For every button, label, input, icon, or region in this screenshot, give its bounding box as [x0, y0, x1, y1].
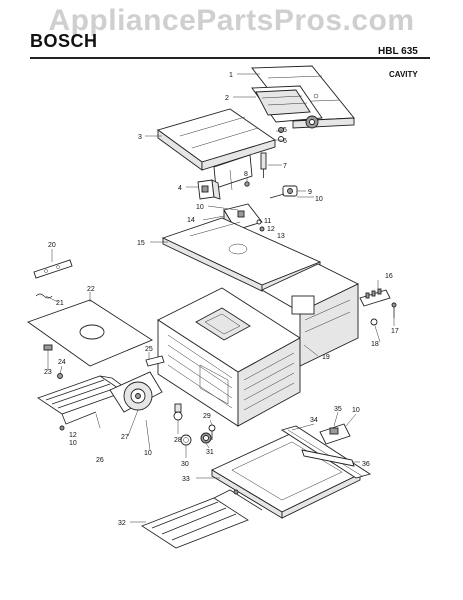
callout-10-bracket: 10 — [196, 204, 204, 211]
callout-25: 25 — [145, 346, 153, 353]
callout-36: 36 — [362, 461, 370, 468]
callout-3: 3 — [138, 134, 142, 141]
oven-cavity[interactable] — [157, 287, 301, 427]
callout-23: 23 — [44, 369, 52, 376]
callout-2: 2 — [225, 95, 229, 102]
callout-8: 8 — [244, 171, 248, 178]
callout-20: 20 — [48, 242, 56, 249]
callout-28: 28 — [174, 437, 182, 444]
callout-16: 16 — [385, 273, 393, 280]
part-9-thermal-switch[interactable] — [269, 185, 298, 199]
callout-18: 18 — [371, 341, 379, 348]
part-30-ring[interactable] — [180, 434, 192, 446]
part-28-collar[interactable] — [173, 403, 183, 421]
part-19-side-panel[interactable] — [261, 263, 360, 367]
part-24-clip[interactable] — [57, 373, 63, 379]
callout-1: 1 — [229, 72, 233, 79]
part-27-convection-fan[interactable] — [109, 371, 163, 413]
part-7-temperature-sensor[interactable] — [260, 152, 267, 178]
part-16-terminal-block[interactable] — [359, 288, 391, 307]
section-title: CAVITY — [389, 70, 418, 79]
part-2-cooling-fan-housing[interactable] — [251, 85, 323, 129]
callout-6: 6 — [283, 138, 287, 145]
leader-lines — [45, 73, 395, 523]
callout-26: 26 — [96, 457, 104, 464]
part-32-broil-heating-element[interactable] — [141, 489, 263, 549]
callout-10-fan: 10 — [144, 450, 152, 457]
callout-35: 35 — [334, 406, 342, 413]
callout-34: 34 — [310, 417, 318, 424]
part-18-grommet[interactable] — [370, 318, 378, 326]
callout-14: 14 — [187, 217, 195, 224]
callout-5: 5 — [283, 127, 287, 134]
callout-32: 32 — [118, 520, 126, 527]
part-3-top-cover-plate[interactable] — [156, 108, 277, 191]
callout-17: 17 — [391, 328, 399, 335]
callout-15: 15 — [137, 240, 145, 247]
model-number: HBL 635 — [378, 46, 418, 57]
part-12-screw-lower[interactable] — [59, 425, 65, 431]
callout-7: 7 — [283, 163, 287, 170]
brand-logo: BOSCH — [30, 31, 98, 51]
part-20-hinge-bracket[interactable] — [33, 259, 73, 279]
callout-24: 24 — [58, 359, 66, 366]
callout-13: 13 — [277, 233, 285, 240]
callout-21: 21 — [56, 300, 64, 307]
part-8-screw[interactable] — [244, 181, 250, 187]
header-rule — [30, 57, 430, 59]
part-33-bottom-tray[interactable] — [211, 433, 361, 519]
part-35-door-latch[interactable] — [319, 423, 351, 445]
part-21-clip[interactable] — [35, 293, 53, 299]
callout-27: 27 — [121, 434, 129, 441]
callout-11: 11 — [264, 218, 271, 225]
part-12-nut[interactable] — [259, 226, 265, 232]
callout-19: 19 — [322, 354, 330, 361]
part-22-rear-insulation-panel[interactable] — [27, 299, 153, 367]
callout-22: 22 — [87, 286, 95, 293]
part-36-slide-rail[interactable] — [301, 449, 355, 467]
callout-12: 12 — [267, 226, 275, 233]
part-4-relay-box[interactable] — [197, 179, 221, 200]
callout-33: 33 — [182, 476, 190, 483]
callout-29: 29 — [203, 413, 211, 420]
callout-4: 4 — [178, 185, 182, 192]
callout-10-latch: 10 — [352, 407, 360, 414]
part-31-oven-lamp[interactable] — [200, 432, 212, 444]
callout-31: 31 — [206, 449, 214, 456]
part-17-screw[interactable] — [391, 302, 397, 318]
part-25-element-bracket[interactable] — [145, 355, 165, 367]
callout-30: 30 — [181, 461, 189, 468]
callout-10-top: 10 — [315, 196, 323, 203]
callout-12-lower: 12 — [69, 432, 77, 439]
callout-10-lower: 10 — [69, 440, 77, 447]
part-11-clip[interactable] — [256, 219, 262, 225]
callout-9: 9 — [308, 189, 312, 196]
